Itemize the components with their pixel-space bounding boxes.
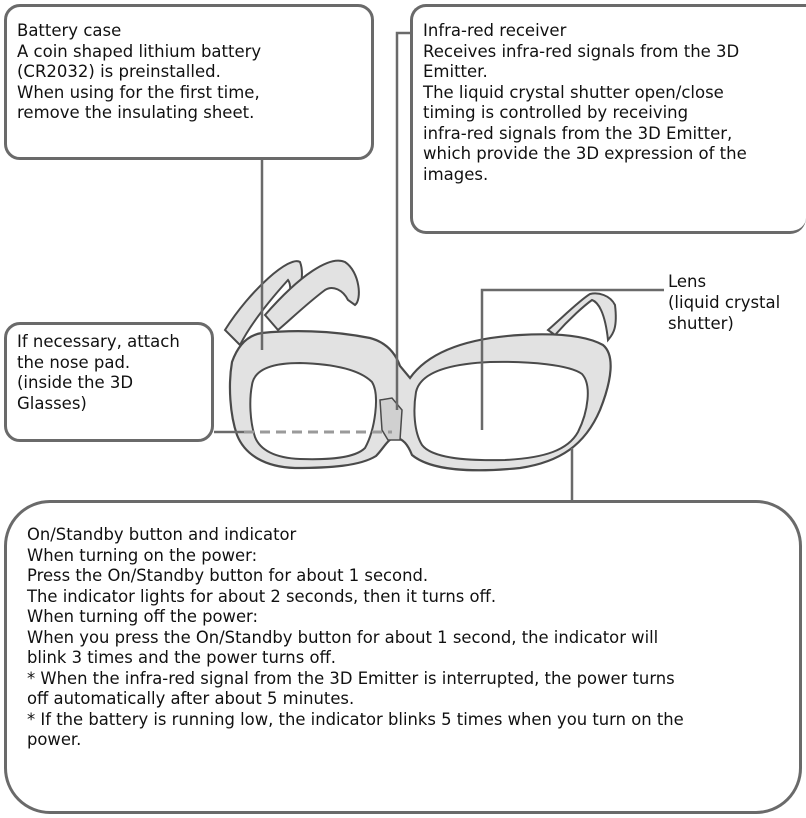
infrared-receiver-text-6: which provide the 3D expression of the xyxy=(423,144,796,165)
on-standby-text-6: blink 3 times and the power turns off. xyxy=(27,648,785,669)
on-standby-text-9: * If the battery is running low, the ind… xyxy=(27,710,785,731)
nose-pad-text-1: the nose pad. xyxy=(17,353,201,374)
on-standby-text-3: The indicator lights for about 2 seconds… xyxy=(27,587,785,608)
battery-case-text-3: When using for the first time, xyxy=(17,83,361,104)
right-lens xyxy=(414,362,587,460)
nose-pad-callout: If necessary, attach the nose pad. (insi… xyxy=(4,322,214,442)
on-standby-text-1: When turning on the power: xyxy=(27,546,785,567)
on-standby-text-7: * When the infra-red signal from the 3D … xyxy=(27,669,785,690)
lens-label: Lens (liquid crystal shutter) xyxy=(668,271,780,334)
battery-case-text-4: remove the insulating sheet. xyxy=(17,103,361,124)
lens-label-title: Lens xyxy=(668,271,780,292)
on-standby-callout: On/Standby button and indicator When tur… xyxy=(4,500,802,814)
left-lens xyxy=(250,363,376,459)
lens-label-text-1: (liquid crystal xyxy=(668,292,780,313)
on-standby-text-2: Press the On/Standby button for about 1 … xyxy=(27,566,785,587)
infrared-receiver-text-3: The liquid crystal shutter open/close xyxy=(423,83,796,104)
infrared-receiver-text-2: Emitter. xyxy=(423,62,796,83)
battery-case-text-2: (CR2032) is preinstalled. xyxy=(17,62,361,83)
infrared-receiver-text-1: Receives infra-red signals from the 3D xyxy=(423,42,796,63)
nose-pad-text-3: Glasses) xyxy=(17,394,201,415)
on-standby-title: On/Standby button and indicator xyxy=(27,525,785,546)
nose-pad-text-2: (inside the 3D xyxy=(17,373,201,394)
infrared-receiver-callout: Infra-red receiver Receives infra-red si… xyxy=(410,4,806,234)
on-standby-text-5: When you press the On/Standby button for… xyxy=(27,628,785,649)
infrared-receiver-text-4: timing is controlled by receiving xyxy=(423,103,796,124)
right-arm-upper xyxy=(548,293,616,340)
nose-pad-text-0: If necessary, attach xyxy=(17,332,201,353)
infrared-receiver-title: Infra-red receiver xyxy=(423,21,796,42)
battery-case-text-1: A coin shaped lithium battery xyxy=(17,42,361,63)
on-standby-text-4: When turning off the power: xyxy=(27,607,785,628)
infrared-receiver-text-7: images. xyxy=(423,165,796,186)
on-standby-text-10: power. xyxy=(27,730,785,751)
battery-case-title: Battery case xyxy=(17,21,361,42)
lens-label-text-2: shutter) xyxy=(668,313,780,334)
on-standby-text-8: off automatically after about 5 minutes. xyxy=(27,689,785,710)
infrared-receiver-text-5: infra-red signals from the 3D Emitter, xyxy=(423,124,796,145)
battery-case-callout: Battery case A coin shaped lithium batte… xyxy=(4,4,374,160)
